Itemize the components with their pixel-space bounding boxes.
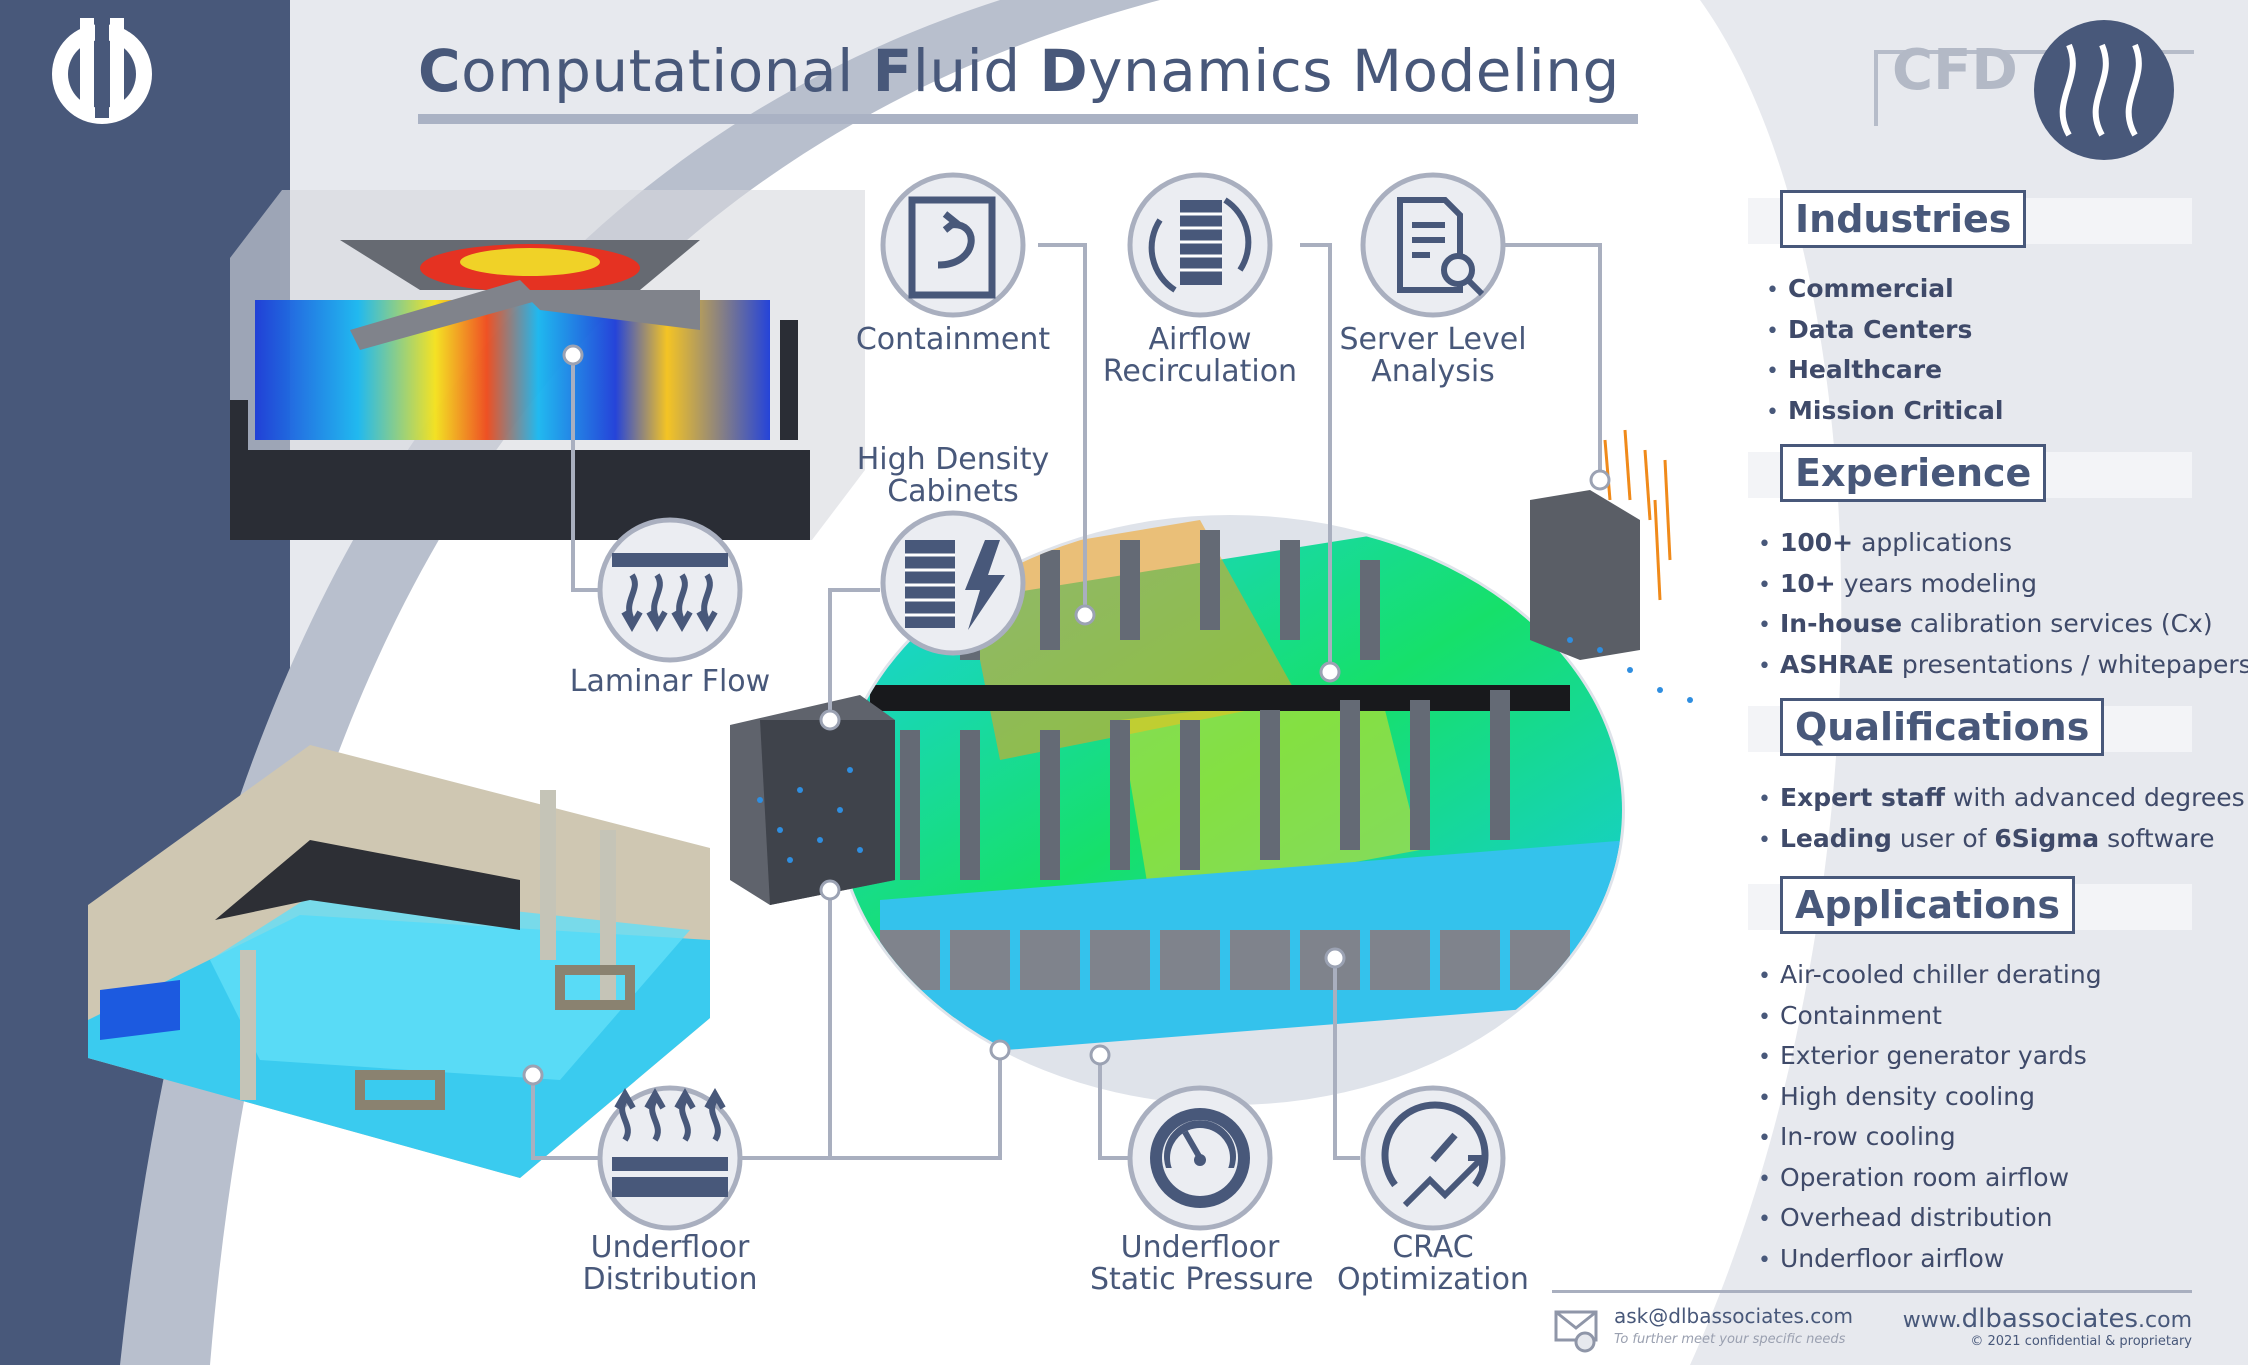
list-item: Commercial — [1766, 270, 2003, 311]
experience-list: 100+ applications 10+ years modeling In-… — [1758, 524, 2248, 686]
cfd-badge-circle — [2034, 20, 2174, 160]
title-underline — [418, 114, 1638, 124]
high-density-icon — [905, 540, 1005, 630]
render-room-underfloor — [88, 745, 710, 1178]
list-item: Healthcare — [1766, 351, 2003, 392]
list-item: Air-cooled chiller derating — [1758, 956, 2102, 997]
list-item: Leading user of 6Sigma software — [1758, 820, 2245, 861]
footer-divider — [1552, 1290, 2192, 1293]
qualifications-heading: Qualifications — [1780, 698, 2105, 756]
airflow-recirculation-icon — [1148, 197, 1252, 293]
static-pressure-gauge-icon — [1150, 1108, 1250, 1208]
list-item: 10+ years modeling — [1758, 565, 2248, 606]
list-item: Expert staff with advanced degrees — [1758, 779, 2245, 820]
list-item: Mission Critical — [1766, 392, 2003, 433]
connector-lines — [531, 243, 1602, 1160]
applications-list: Air-cooled chiller derating Containment … — [1758, 956, 2102, 1280]
list-item: 100+ applications — [1758, 524, 2248, 565]
server-analysis-icon — [1397, 197, 1485, 297]
list-item: Underfloor airflow — [1758, 1240, 2102, 1281]
list-item: Containment — [1758, 997, 2102, 1038]
laminar-flow-label: Laminar Flow — [569, 664, 771, 699]
containment-label: Containment — [855, 322, 1051, 357]
footer-website-link[interactable]: www.dlbassociates.com — [1902, 1304, 2192, 1334]
list-item: Overhead distribution — [1758, 1199, 2102, 1240]
cfd-badge-text: CFD — [1892, 38, 2018, 103]
industries-heading: Industries — [1780, 190, 2027, 248]
list-item: In-row cooling — [1758, 1118, 2102, 1159]
footer-copyright: © 2021 confidential & proprietary — [1970, 1334, 2192, 1349]
email-icon — [1554, 1310, 1598, 1353]
connector-dots — [522, 344, 1611, 1086]
company-logo — [52, 18, 152, 124]
footer-email-link[interactable]: ask@dlbassociates.com — [1614, 1304, 1853, 1328]
list-item: ASHRAE presentations / whitepapers — [1758, 646, 2248, 687]
laminar-flow-icon — [612, 553, 728, 633]
list-item: Exterior generator yards — [1758, 1037, 2102, 1078]
industries-list: Commercial Data Centers Healthcare Missi… — [1766, 270, 2003, 432]
list-item: In-house calibration services (Cx) — [1758, 605, 2248, 646]
render-cabinet-right — [1530, 429, 1693, 703]
cfd-badge-frame — [1874, 50, 2194, 126]
list-item: High density cooling — [1758, 1078, 2102, 1119]
render-room-overhead — [230, 190, 865, 540]
applications-heading: Applications — [1780, 876, 2075, 934]
underfloor-distribution-icon — [612, 1087, 728, 1197]
page-title: Computational Fluid Dynamics Modeling — [418, 37, 1620, 105]
qualifications-list: Expert staff with advanced degrees Leadi… — [1758, 779, 2245, 860]
list-item: Data Centers — [1766, 311, 2003, 352]
cfd-waves-icon — [2059, 43, 2142, 137]
render-cabinet-left — [730, 695, 895, 905]
containment-icon — [908, 196, 996, 299]
footer-tagline: To further meet your specific needs — [1614, 1332, 1846, 1347]
list-item: Operation room airflow — [1758, 1159, 2102, 1200]
crac-optimization-icon — [1381, 1101, 1489, 1208]
experience-heading: Experience — [1780, 444, 2047, 502]
